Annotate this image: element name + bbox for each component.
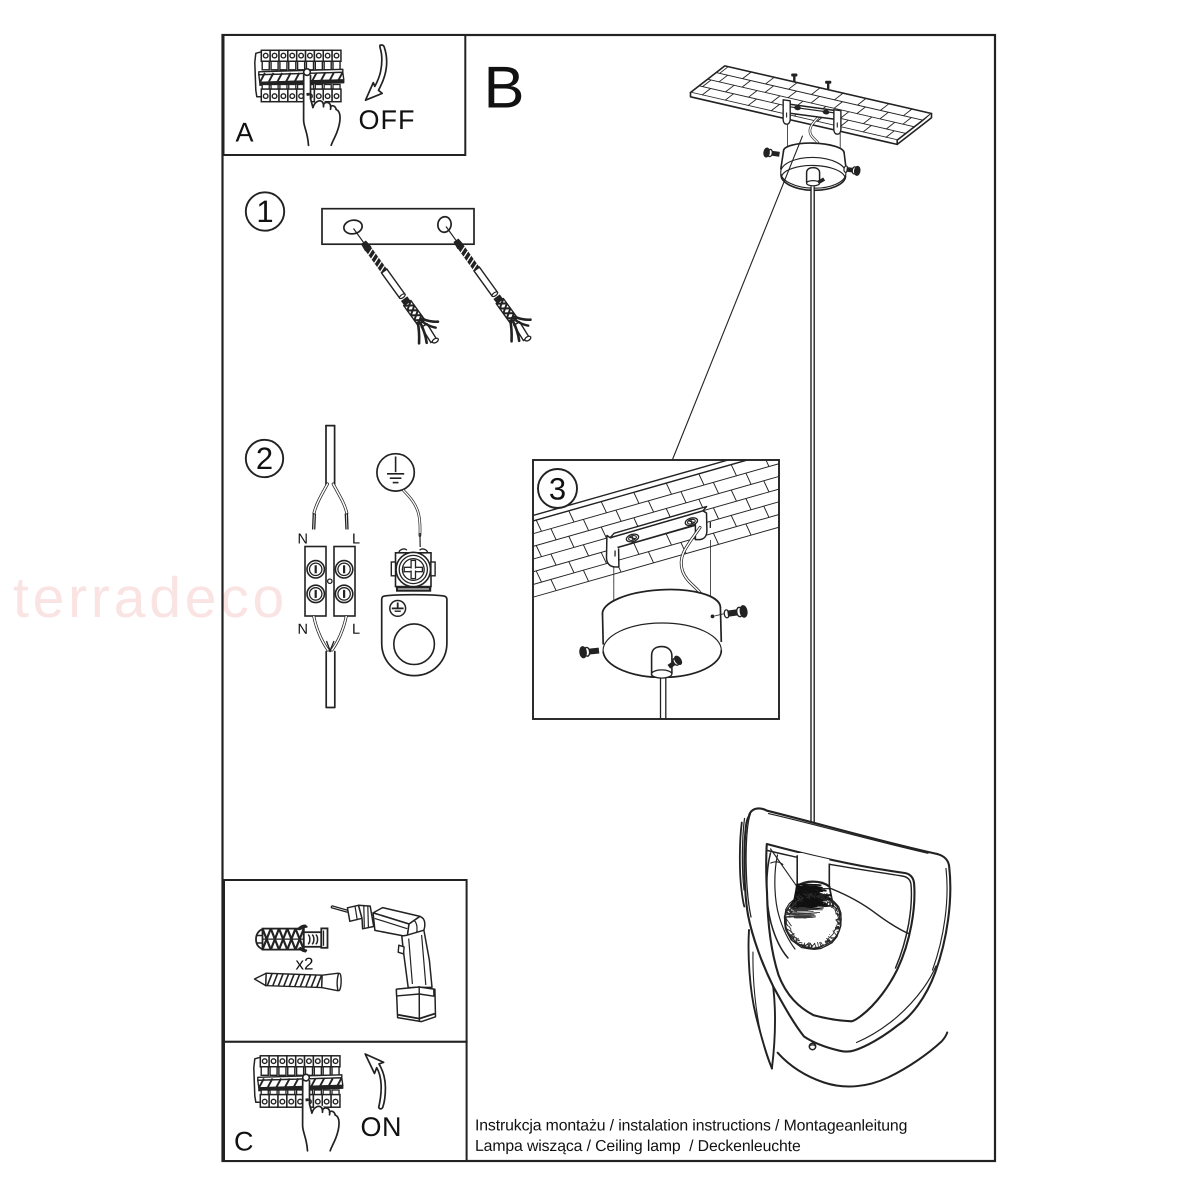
svg-text:ON: ON xyxy=(360,1112,402,1142)
svg-text:1: 1 xyxy=(256,194,273,229)
svg-text:N: N xyxy=(297,531,307,547)
svg-text:B: B xyxy=(483,54,524,120)
svg-text:L: L xyxy=(352,622,360,638)
svg-text:N: N xyxy=(297,622,307,638)
svg-text:x2: x2 xyxy=(295,954,313,973)
svg-text:Lampa wisząca / Ceiling lamp: Lampa wisząca / Ceiling lamp / Deckenleu… xyxy=(475,1138,801,1155)
svg-text:L: L xyxy=(352,531,360,547)
svg-text:A: A xyxy=(235,117,253,147)
svg-text:Instrukcja montażu / instalati: Instrukcja montażu / instalation instruc… xyxy=(475,1117,907,1134)
svg-text:2: 2 xyxy=(256,441,273,476)
svg-text:terradeco: terradeco xyxy=(13,566,288,630)
svg-text:C: C xyxy=(234,1126,254,1156)
svg-text:OFF: OFF xyxy=(358,105,415,135)
svg-text:3: 3 xyxy=(549,471,566,506)
